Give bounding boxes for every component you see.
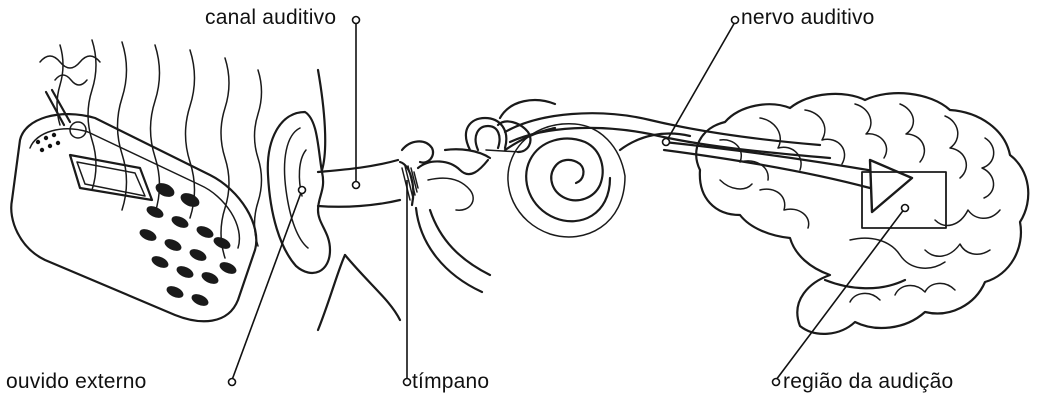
- head-outline: [318, 70, 400, 330]
- signal-arrow: [664, 142, 912, 212]
- label-eardrum: tímpano: [412, 370, 489, 394]
- label-auditory-nerve: nervo auditivo: [741, 6, 875, 30]
- auditory-nerve-marker: [732, 17, 739, 24]
- eardrum-marker: [404, 379, 411, 386]
- label-hearing-region: região da audição: [783, 370, 953, 394]
- sound-waves: [40, 40, 262, 258]
- brain: [696, 93, 1028, 334]
- mobile-phone-icon: [11, 90, 256, 321]
- ear-canal-marker: [353, 17, 360, 24]
- eardrum-and-ossicles: [400, 141, 490, 292]
- label-outer-ear: ouvido externo: [6, 370, 147, 394]
- hearing-region-marker: [773, 379, 780, 386]
- label-ear-canal: canal auditivo: [205, 6, 336, 30]
- outer-ear-marker: [229, 379, 236, 386]
